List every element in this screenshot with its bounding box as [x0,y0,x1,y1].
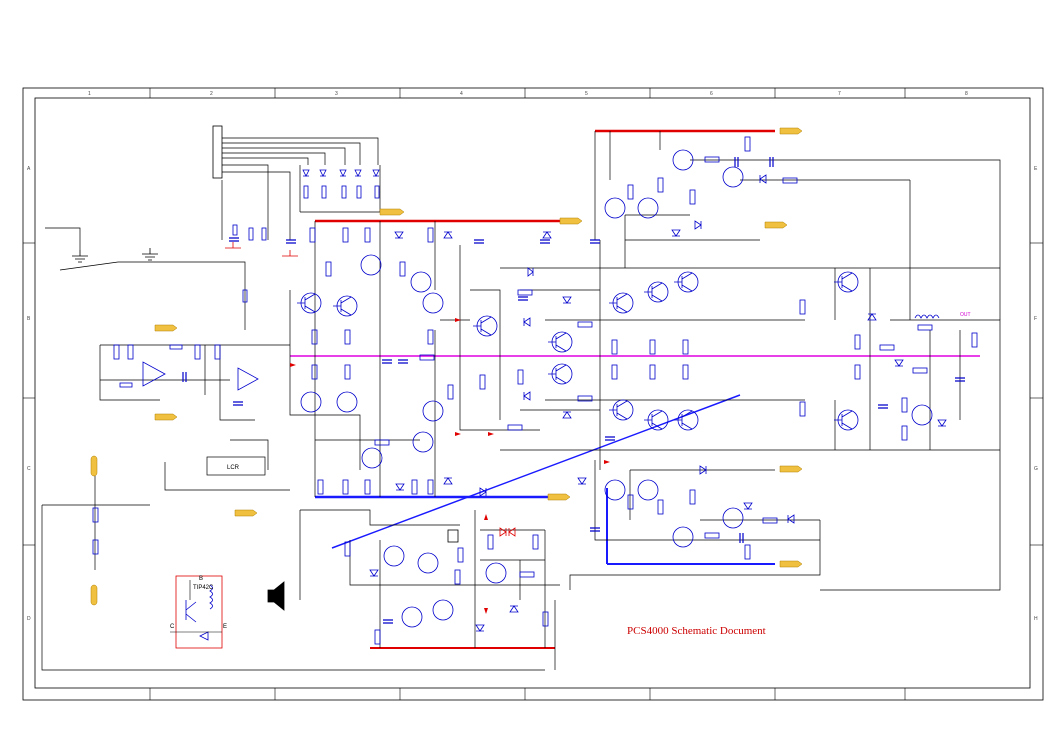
diagonal-bus [331,394,741,549]
net-flags [90,127,803,606]
pin-c-label: C [170,624,175,630]
col-mark: 8 [965,91,968,97]
row-mark: B [27,316,31,322]
col-mark: 5 [585,91,588,97]
op-amp [237,367,259,391]
col-mark: 1 [88,91,91,97]
led-diode [354,169,362,177]
col-mark: 4 [460,91,463,97]
document-title: PCS4000 Schematic Document [627,625,766,637]
connector-header [212,125,223,179]
output-label: OUT [960,312,971,318]
speaker-icon [267,581,285,611]
pin-e-label: E [223,624,227,630]
row-mark: F [1034,316,1037,322]
wiring [41,131,1001,671]
col-mark: 3 [335,91,338,97]
tip42c-inset: TIP42C B C E [170,575,227,649]
col-mark: 2 [210,91,213,97]
zone-labels: 1 2 3 4 5 6 7 8 A B C D E F G H [27,91,1038,622]
tip42c-label: TIP42C [193,585,214,591]
zone-ticks [23,88,1043,700]
row-mark: G [1034,466,1038,472]
pin-b-label: B [199,576,203,582]
signal-arrows [290,318,610,614]
row-mark: D [27,616,31,622]
led-diode [302,169,310,177]
row-mark: C [27,466,31,472]
led-diode [372,169,380,177]
led-diode [319,169,327,177]
row-mark: H [1034,616,1038,622]
col-mark: 7 [838,91,841,97]
lcr-label: LCR [227,465,240,471]
col-mark: 6 [710,91,713,97]
inner-border [34,97,1031,689]
row-mark: A [27,166,31,172]
components [72,125,978,645]
led-diode [339,169,347,177]
row-mark: E [1034,166,1038,172]
outer-border [22,87,1044,701]
op-amp [142,361,166,387]
power-rails [290,129,980,649]
